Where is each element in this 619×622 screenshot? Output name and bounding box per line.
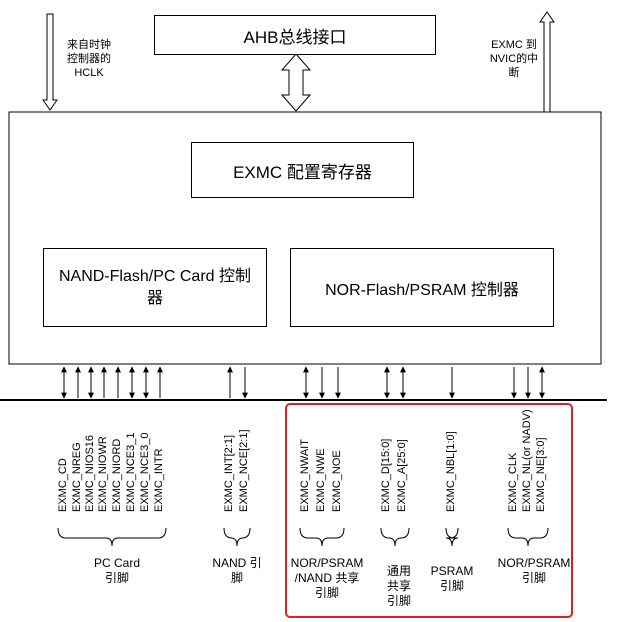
pin-group-label: 通用共享引脚	[374, 564, 424, 609]
hclk-label: 来自时钟 控制器的 HCLK	[67, 39, 111, 79]
pin-label: EXMC_NBL[1:0]	[445, 431, 457, 512]
nand-controller-box: NAND-Flash/PC Card 控制 器	[43, 248, 267, 327]
nor-controller-label: NOR-Flash/PSRAM 控制器	[325, 281, 519, 299]
exmc-outer-block	[8, 111, 602, 365]
pin-label: EXMC_NIOS16	[84, 434, 96, 512]
pin-label: EXMC_INT[2:1]	[223, 434, 235, 512]
pin-group-label-line: NAND 引	[212, 556, 262, 570]
pin-label: EXMC_CD	[57, 458, 69, 512]
pin-group-label-line: NOR/PSRAM	[497, 556, 571, 570]
pin-group-label: NAND 引脚	[202, 556, 272, 586]
ahb-interface-label: AHB总线接口	[243, 27, 347, 47]
nor-controller-box: NOR-Flash/PSRAM 控制器	[290, 248, 554, 327]
pin-label: EXMC_NCE3_1	[125, 432, 137, 512]
pin-group-label-line: 引脚	[386, 594, 411, 608]
pin-label: EXMC_NWE	[315, 448, 327, 512]
pin-group-label-line: 引脚	[439, 579, 464, 593]
ahb-double-arrow	[280, 53, 312, 112]
group-brace	[380, 527, 410, 547]
pin-label: EXMC_NIORD	[111, 438, 123, 512]
pin-label: EXMC_NOE	[331, 450, 343, 512]
pin-group-label-line: /NAND 共享	[294, 571, 360, 585]
pin-group-label-line: PSRAM	[430, 564, 474, 578]
pin-group-label-line: PC Card	[93, 556, 140, 570]
pin-group-label-line: 引脚	[314, 586, 339, 600]
pin-group-label-line: NOR/PSRAM	[290, 556, 364, 570]
pin-group-label-line: 脚	[230, 571, 243, 585]
pin-label: EXMC_A[25:0]	[396, 439, 408, 512]
pin-label: EXMC_NIOWR	[97, 436, 109, 512]
group-brace	[57, 527, 167, 547]
shared-pins-highlight	[285, 403, 573, 618]
ahb-interface-box: AHB总线接口	[154, 15, 436, 55]
config-register-label: EXMC 配置寄存器	[233, 162, 372, 182]
pin-group-label: NOR/PSRAM/NAND 共享引脚	[282, 556, 372, 601]
pin-label: EXMC_CLK	[507, 452, 519, 512]
pin-group-label-line: 共享	[386, 579, 411, 593]
pin-label: EXMC_NL(or NADV)	[521, 409, 533, 512]
pin-group-label-line: 引脚	[521, 571, 546, 585]
nvic-label: EXMC 到 NVIC的中 断	[489, 39, 539, 79]
pin-label: EXMC_NCE[2:1]	[238, 429, 250, 512]
pin-label: EXMC_NCE3_0	[139, 432, 151, 512]
nvic-arrow	[539, 11, 555, 113]
pin-label: EXMC_NWAIT	[299, 439, 311, 512]
group-brace	[507, 527, 549, 547]
pin-label: EXMC_D[15:0]	[380, 438, 392, 512]
pin-label: EXMC_INTR	[153, 448, 165, 512]
group-brace	[299, 527, 345, 547]
pin-group-label-line: 引脚	[104, 571, 129, 585]
pin-label: EXMC_NE[3:0]	[535, 437, 547, 512]
group-brace	[445, 527, 459, 547]
hclk-arrow	[42, 13, 58, 111]
pin-label: EXMC_NREG	[71, 442, 83, 512]
group-brace	[223, 527, 251, 547]
pin-group-label-line: 通用	[386, 564, 411, 578]
config-register-box: EXMC 配置寄存器	[191, 142, 414, 198]
